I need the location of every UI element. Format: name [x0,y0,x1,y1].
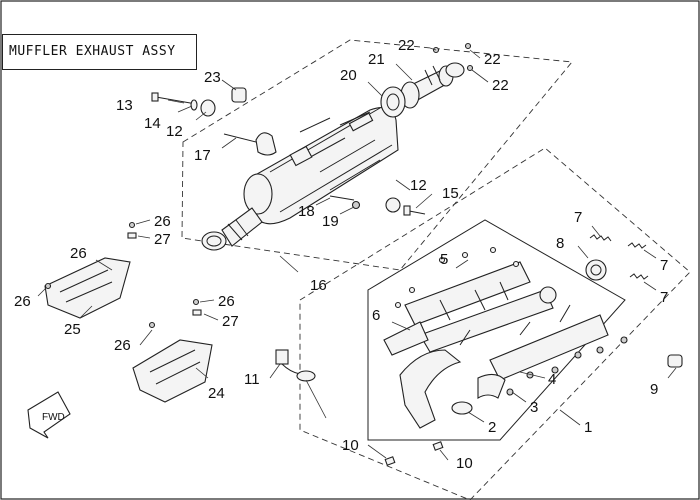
leader-lines [37,47,677,461]
callout-14: 14 [144,115,161,132]
callout-23: 23 [204,69,221,86]
callout-8: 8 [556,235,564,252]
forward-arrow-icon: FWD [27,391,71,439]
callout-12-lower: 12 [410,177,427,194]
heat-shield-24 [132,298,213,403]
oxygen-sensor-11 [275,349,327,419]
callout-11: 11 [244,371,260,388]
callout-1: 1 [584,419,592,436]
bolts-10 [384,441,444,466]
studs-5 [394,246,520,309]
callout-18: 18 [298,203,315,220]
header-inner-boundary [367,219,626,441]
callout-7-bottom: 7 [660,289,668,306]
collar-12-upper [200,99,216,117]
springs-7 [589,234,649,280]
callout-26-b: 26 [70,245,87,262]
bolt-18 [329,195,355,201]
grommet-23 [231,87,247,103]
callout-26-e: 26 [114,337,131,354]
callout-26-d: 26 [218,293,235,310]
callout-22-right: 22 [484,51,501,68]
nut-19 [351,200,361,210]
muffler-inlet-pipe [400,62,465,109]
muffler-gasket-8 [585,259,607,281]
callout-17: 17 [194,147,211,164]
callout-10-left: 10 [342,437,359,454]
collar-12-lower [385,197,401,213]
callout-3: 3 [530,399,538,416]
washer-14 [190,99,198,111]
header-group-boundary [299,147,691,500]
callout-7-top: 7 [574,209,582,226]
callout-labels: 1 2 3 4 5 6 7 7 7 8 9 10 10 11 12 12 13 … [14,37,668,472]
callout-22-top: 22 [398,37,415,54]
callout-16: 16 [310,277,327,294]
callout-19: 19 [322,213,339,230]
callout-5: 5 [440,251,448,268]
callout-7-middle: 7 [660,257,668,274]
callout-26-c: 26 [14,293,31,310]
callout-4: 4 [548,371,556,388]
callout-25: 25 [64,321,81,338]
gasket-20 [380,86,406,118]
callout-15: 15 [442,185,459,202]
heat-shield-25 [44,221,137,319]
bolts-22 [432,42,474,72]
nuts-3 [506,336,628,396]
forward-arrow-label: FWD [42,412,65,423]
clamp-9 [667,354,683,368]
muffler-tailpipe [201,207,263,251]
bracket-17 [223,132,277,156]
diagram-title: MUFFLER EXHAUST ASSY [2,34,197,70]
bolt-13 [151,92,197,105]
callout-6: 6 [372,307,380,324]
callout-21: 21 [368,51,385,68]
callout-13: 13 [116,97,133,114]
callout-2: 2 [488,419,496,436]
callout-24: 24 [208,385,225,402]
callout-27-a: 27 [154,231,171,248]
exhaust-header-pipes [383,261,609,429]
callout-22-bottom: 22 [492,77,509,94]
callout-12-upper: 12 [166,123,183,140]
muffler-group-boundary [181,39,573,271]
callout-27-b: 27 [222,313,239,330]
gasket-2 [451,401,473,415]
callout-9: 9 [650,381,658,398]
muffler-body [243,107,399,225]
bolt-15 [403,205,426,216]
callout-26-a: 26 [154,213,171,230]
callout-20: 20 [340,67,357,84]
callout-10-right: 10 [456,455,473,472]
